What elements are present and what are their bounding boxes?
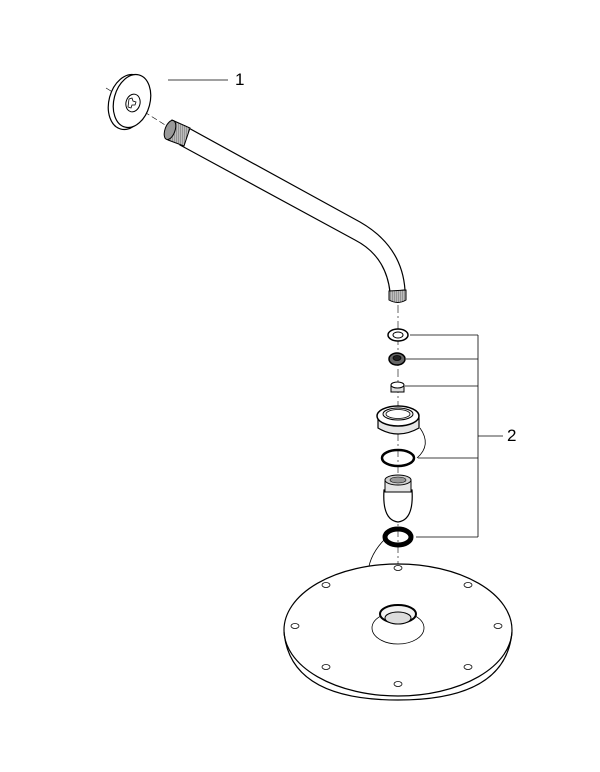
screw-holes: [290, 565, 503, 687]
wall-flange: [105, 73, 171, 131]
washer-flat: [387, 328, 409, 342]
callout-2-label: 2: [507, 426, 517, 445]
o-ring: [380, 448, 416, 468]
callout-1-label: 1: [235, 70, 245, 89]
shower-arm: [163, 119, 407, 303]
ball-joint: [383, 474, 413, 523]
callout-2-bracket: [405, 334, 503, 538]
flat-gasket: [382, 526, 414, 548]
small-nut: [390, 381, 405, 393]
threaded-nut: [376, 405, 420, 435]
shower-head: [283, 563, 513, 701]
filter-washer: [388, 352, 406, 366]
direction-arrow: [416, 427, 426, 459]
